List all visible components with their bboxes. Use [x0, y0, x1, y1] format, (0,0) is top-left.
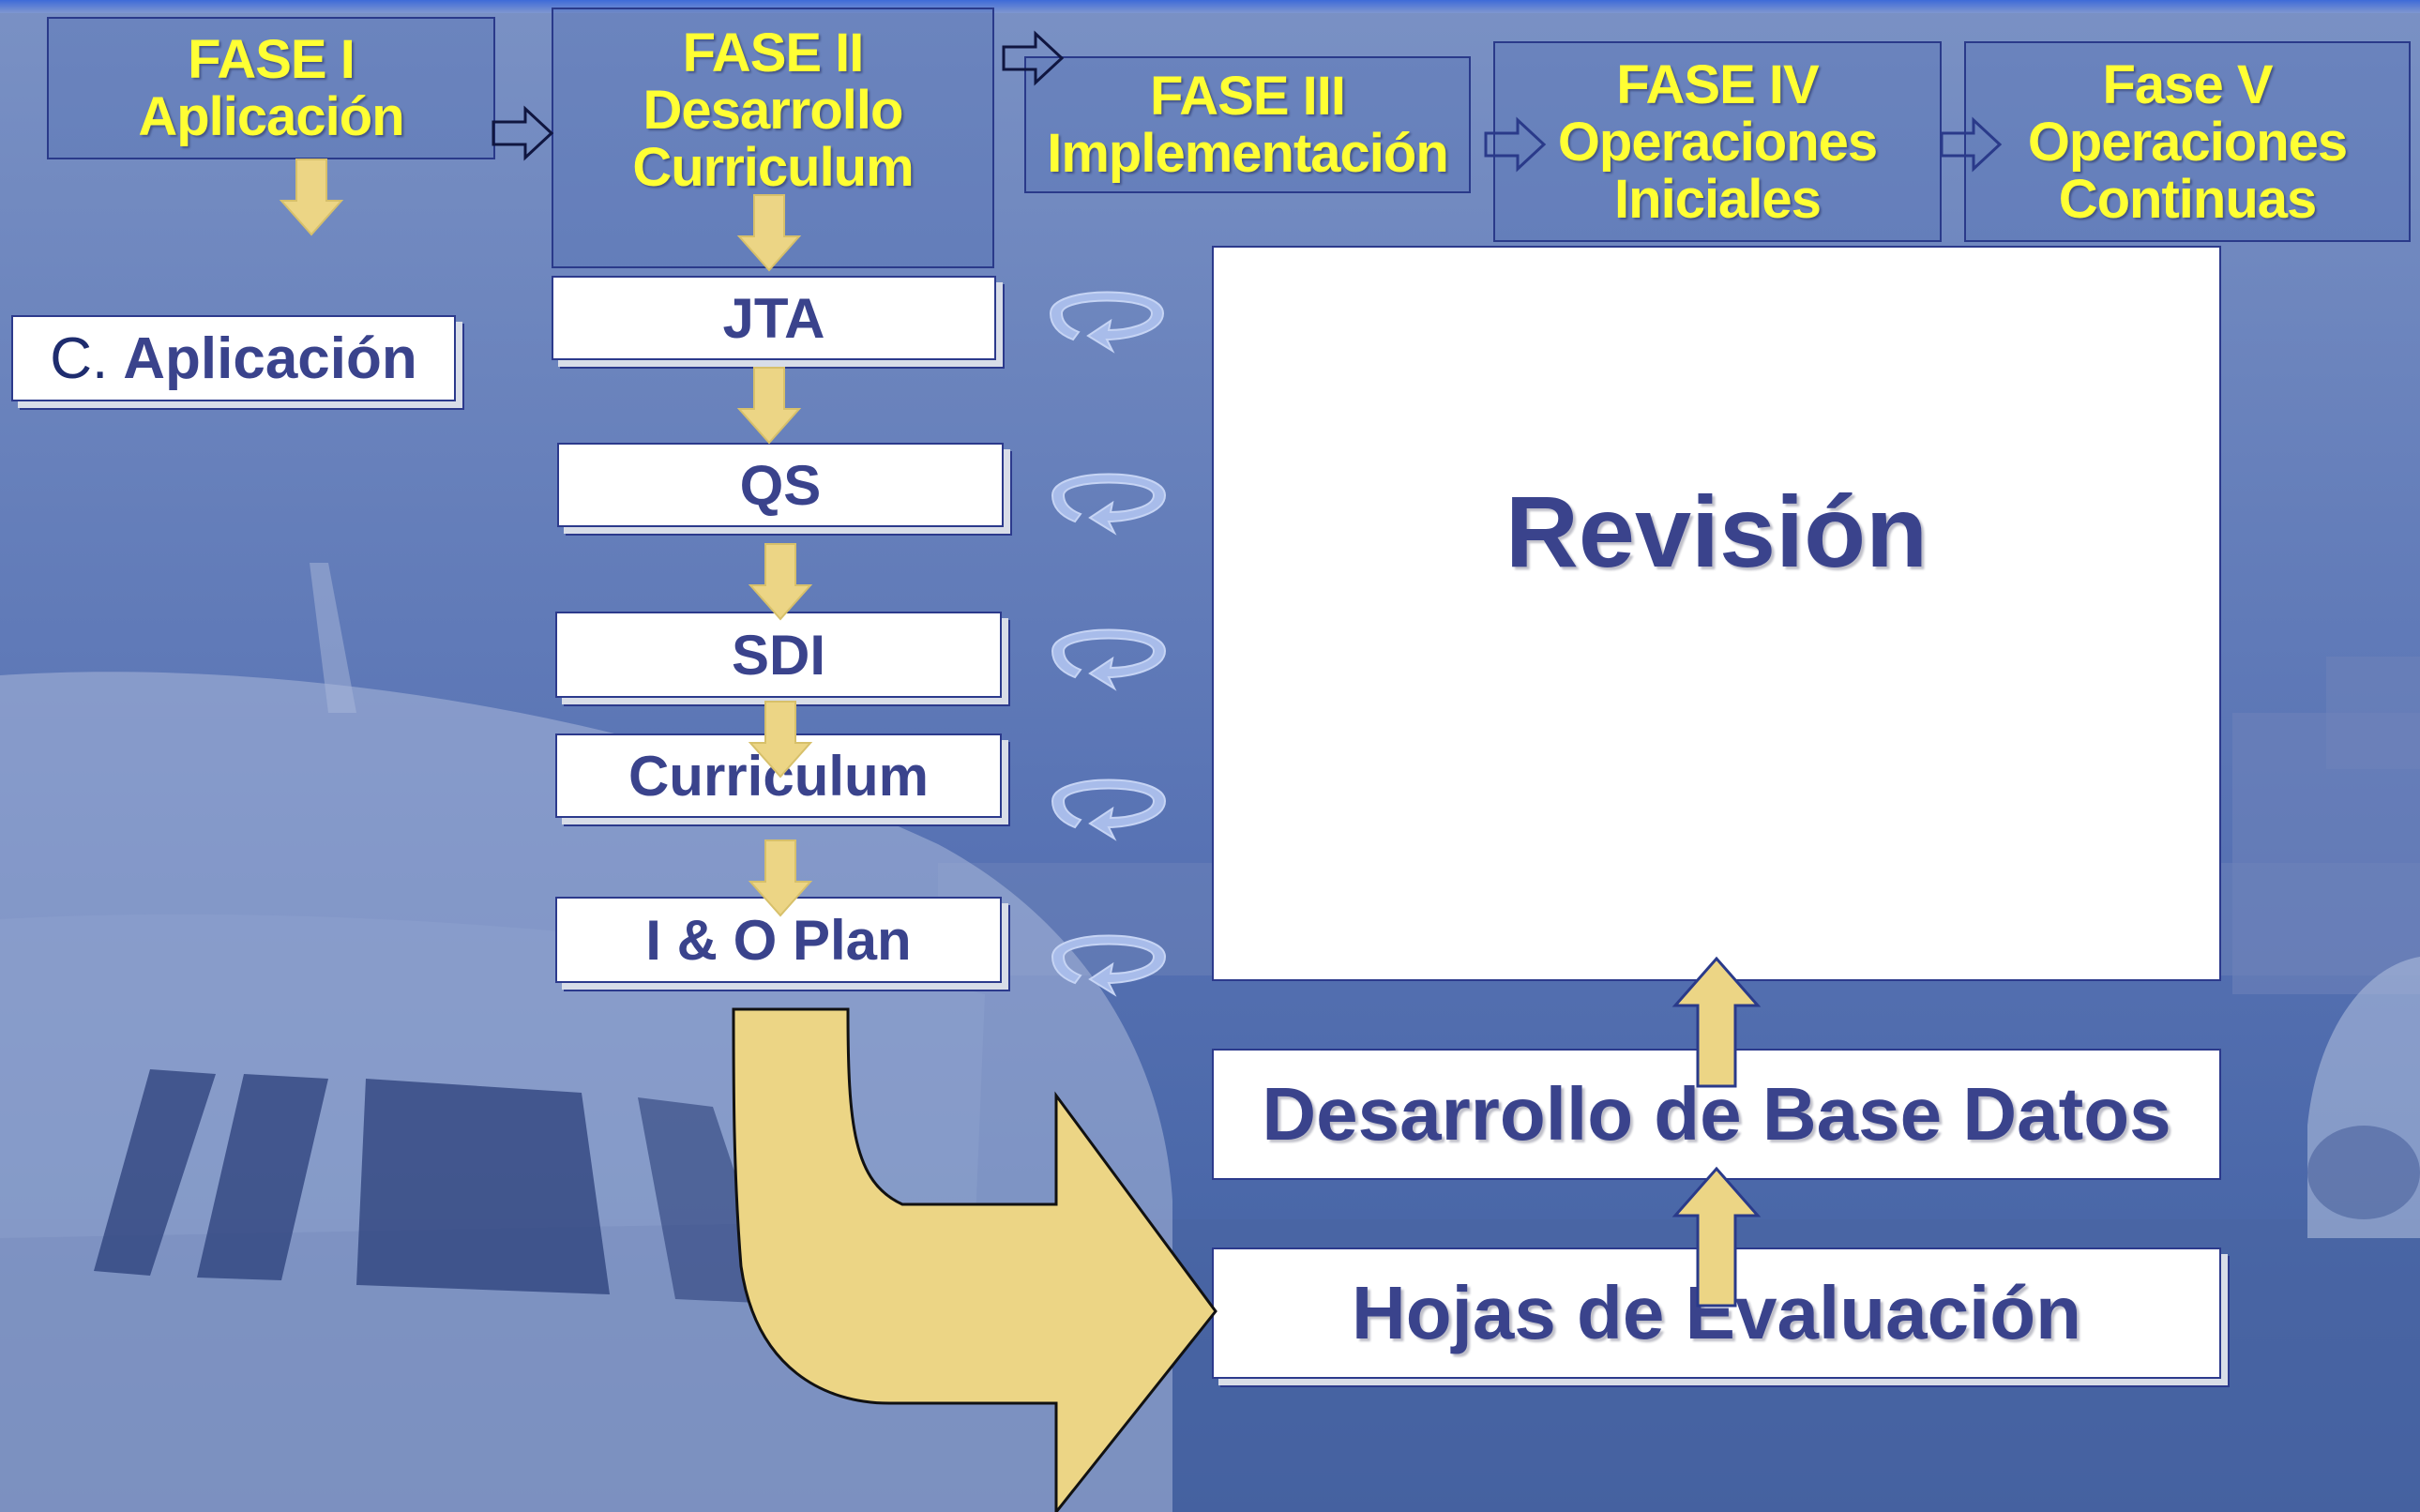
hojas-box: Hojas de Evaluación: [1212, 1247, 2221, 1379]
step-label: I & O Plan: [645, 908, 912, 972]
revision-label: Revisión: [1505, 475, 1928, 588]
step-label: QS: [739, 453, 822, 517]
phase-4-box: FASE IV Operaciones Iniciales: [1493, 41, 1942, 242]
step-box-jta: JTA: [552, 276, 996, 360]
phase-1-box: FASE I Aplicación: [47, 17, 495, 159]
step-label: SDI: [731, 623, 826, 687]
step-label: Curriculum: [628, 744, 930, 808]
phase-5-label: Fase V Operaciones Continuas: [2027, 53, 2348, 230]
phase-1-label: FASE I Aplicación: [138, 29, 404, 147]
base-datos-label: Desarrollo de Base Datos: [1262, 1072, 2171, 1156]
phase-3-box: FASE III Implementación: [1024, 56, 1471, 193]
step-box-qs: QS: [557, 443, 1004, 527]
base-datos-box: Desarrollo de Base Datos: [1212, 1049, 2221, 1180]
step-label: JTA: [722, 286, 825, 350]
phase-2-box: FASE II Desarrollo Curriculum: [552, 8, 994, 268]
phase-4-label: FASE IV Operaciones Iniciales: [1557, 53, 1878, 230]
phase-2-label: FASE II Desarrollo Curriculum: [632, 22, 914, 198]
aplicacion-label: Aplicación: [123, 325, 417, 391]
step-box-sdi: SDI: [555, 612, 1002, 698]
aplicacion-prefix: C.: [50, 325, 109, 391]
step-box-curriculum: Curriculum: [555, 733, 1002, 818]
revision-box: Revisión: [1212, 246, 2221, 981]
phase-3-label: FASE III Implementación: [1047, 66, 1449, 184]
aplicacion-box: C.Aplicación: [11, 315, 456, 401]
phase-5-box: Fase V Operaciones Continuas: [1964, 41, 2411, 242]
hojas-label: Hojas de Evaluación: [1351, 1271, 2082, 1354]
step-box-io-plan: I & O Plan: [555, 897, 1002, 983]
